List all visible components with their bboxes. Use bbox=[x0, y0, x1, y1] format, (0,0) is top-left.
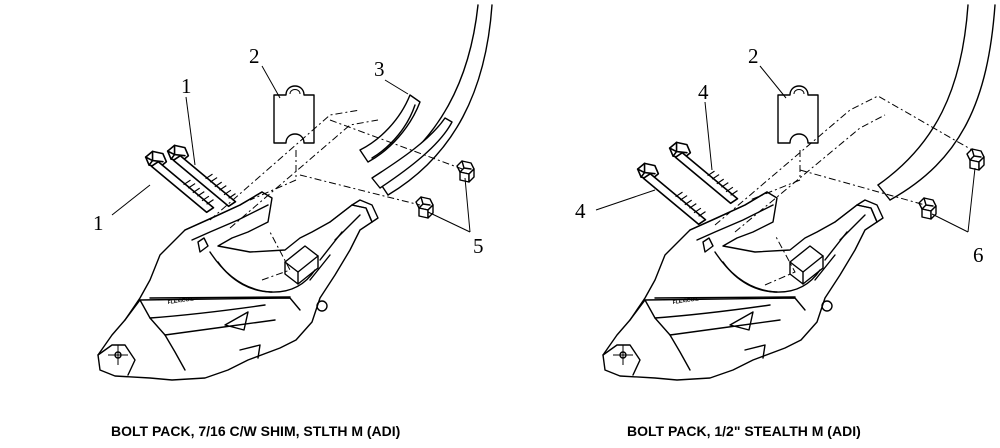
left-spacer bbox=[359, 94, 421, 163]
right-callout-bolt-upper: 4 bbox=[698, 80, 709, 104]
right-caption: BOLT PACK, 1/2" STEALTH M (ADI) bbox=[627, 423, 861, 439]
left-assembly: 1 1 2 3 5 FLEXICOIL bbox=[93, 4, 493, 381]
left-callout-bolt-lower: 1 bbox=[93, 211, 104, 235]
left-caption: BOLT PACK, 7/16 C/W SHIM, STLTH M (ADI) bbox=[111, 423, 400, 439]
right-callout-bolt-lower: 4 bbox=[575, 199, 586, 223]
left-shim-plate bbox=[371, 117, 453, 189]
left-callout-bolt-upper: 1 bbox=[181, 74, 192, 98]
right-assembly: 4 4 2 6 FLEXICOIL bbox=[575, 4, 996, 381]
right-nut-lower bbox=[918, 197, 937, 220]
left-callout-shim: 2 bbox=[249, 44, 260, 68]
left-callout-nuts: 5 bbox=[473, 234, 484, 258]
right-stamp: FLEXICOIL bbox=[672, 296, 699, 306]
right-shank-outer bbox=[877, 4, 969, 186]
left-callout-spacer: 3 bbox=[374, 57, 385, 81]
left-nut-lower bbox=[415, 196, 434, 219]
left-shank-inner bbox=[387, 4, 493, 196]
right-shank-inner bbox=[889, 4, 996, 201]
left-shank-outer bbox=[377, 4, 479, 181]
right-shim bbox=[777, 85, 819, 144]
left-stamp: FLEXICOIL bbox=[167, 296, 194, 306]
right-nut-upper bbox=[966, 148, 985, 171]
right-callout-nuts: 6 bbox=[973, 243, 984, 267]
right-callout-shim: 2 bbox=[748, 44, 759, 68]
